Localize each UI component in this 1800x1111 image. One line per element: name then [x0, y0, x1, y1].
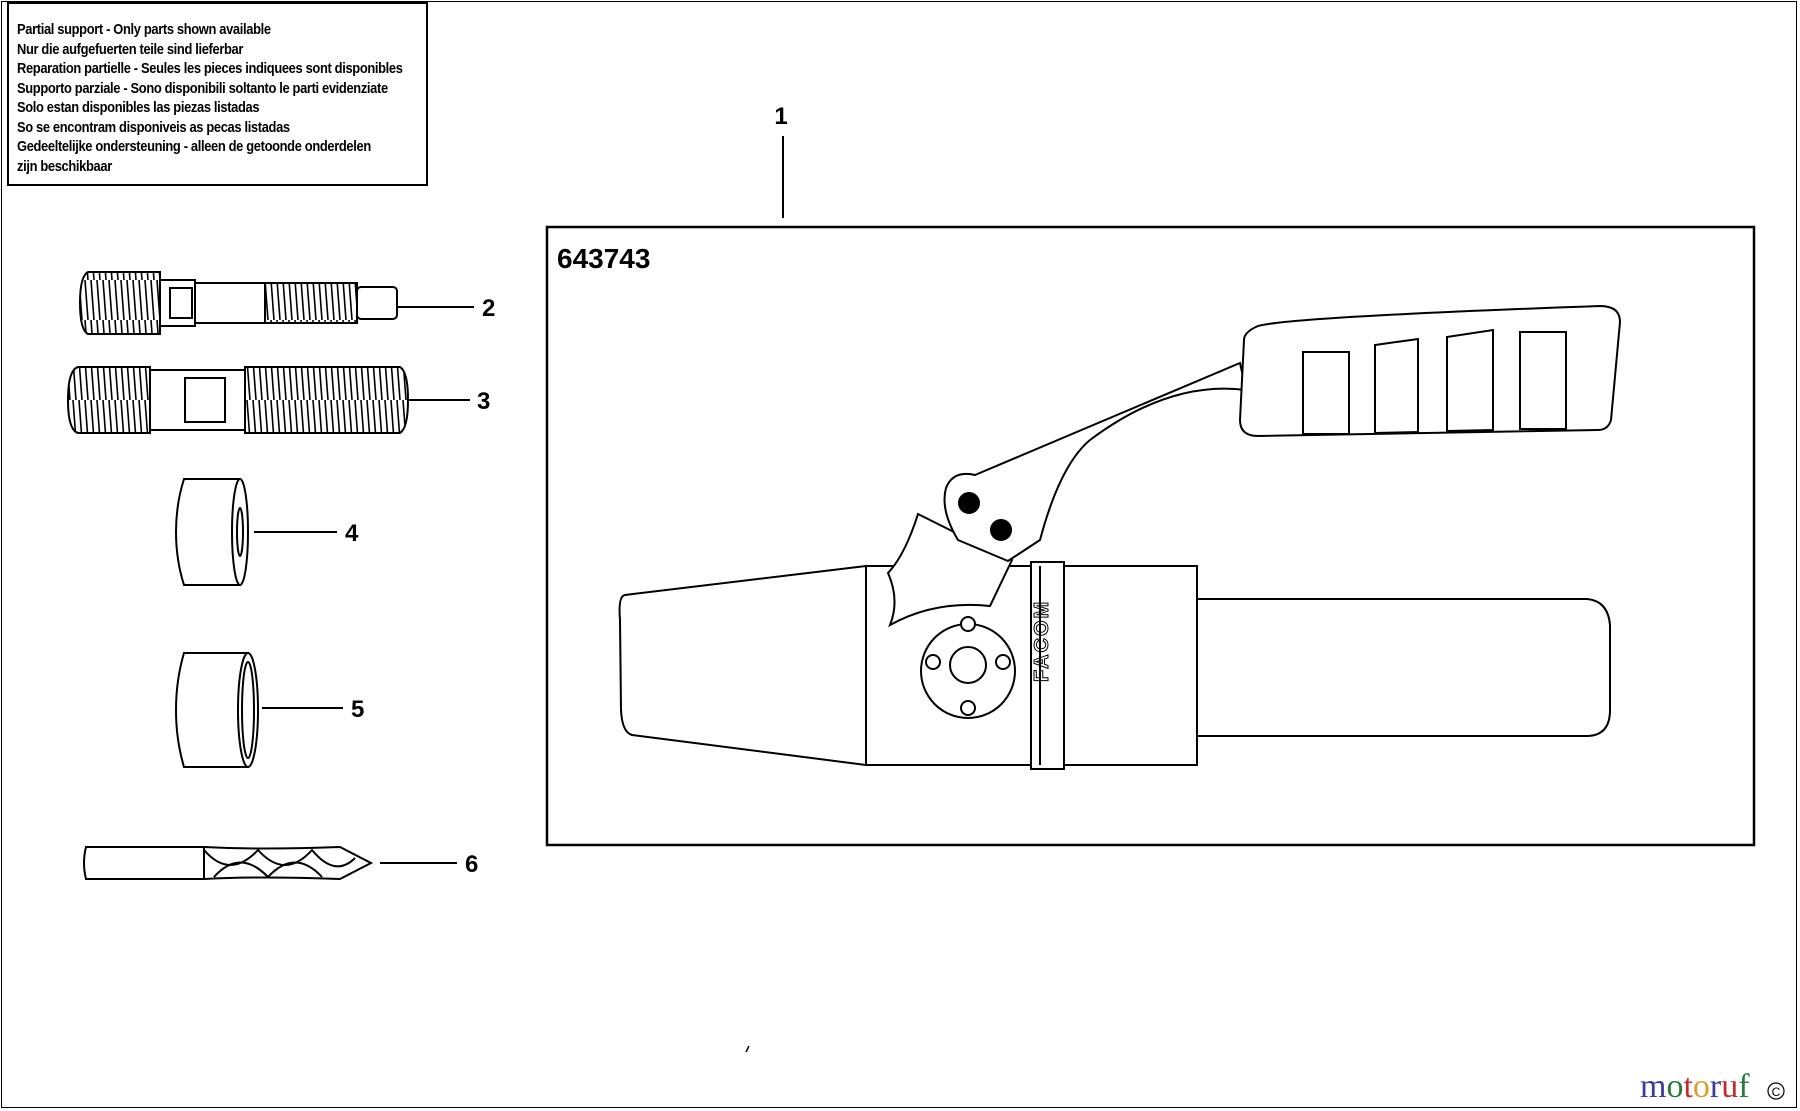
callout-label: 3 [477, 388, 490, 415]
watermark-letter: t [1683, 1068, 1693, 1105]
watermark-logo: motoruf C [1640, 1068, 1785, 1105]
drill-bit-icon [83, 845, 374, 881]
part-number: 643743 [557, 243, 650, 274]
notice-line: Supporto parziale - Sono disponibili sol… [17, 79, 388, 97]
threaded-stud-icon [66, 366, 410, 434]
notice-line: So se encontram disponiveis as pecas lis… [17, 118, 290, 136]
watermark-letter: f [1738, 1068, 1750, 1105]
notice-line: Gedeeltelijke ondersteuning - alleen de … [17, 138, 371, 155]
stray-mark [745, 1045, 750, 1053]
availability-notice: Partial support - Only parts shown avail… [7, 2, 428, 186]
part-3: 3 [66, 366, 490, 434]
hydraulic-tool-icon [618, 304, 1622, 770]
callout-label: 4 [345, 520, 359, 547]
notice-line: Partial support - Only parts shown avail… [17, 21, 271, 38]
notice-line: Reparation partielle - Seules les pieces… [17, 60, 403, 77]
watermark-text: motoruf [1640, 1068, 1750, 1105]
copyright-icon [1767, 1082, 1785, 1100]
watermark-letter: u [1721, 1068, 1738, 1105]
callout-label: 1 [774, 103, 787, 130]
watermark-letter: m [1640, 1068, 1666, 1105]
notice-line: zijn beschikbaar [17, 157, 112, 175]
brand-label: FACOM [1031, 600, 1053, 682]
assembly-callout-1: 1 [774, 103, 788, 218]
short-sleeve-icon [174, 478, 249, 586]
sleeve-icon [174, 652, 259, 768]
watermark-letter: r [1710, 1068, 1722, 1105]
callout-label: 5 [351, 696, 364, 723]
notice-line: Nur die aufgefuerten teile sind lieferba… [17, 40, 244, 58]
notice-line: Solo estan disponibles las piezas listad… [17, 99, 260, 116]
part-6: 6 [83, 845, 478, 881]
callout-label: 6 [465, 851, 478, 878]
copyright-icon: C [1772, 1085, 1781, 1099]
assembly-box [545, 225, 1756, 847]
part-4: 4 [174, 478, 359, 586]
threaded-bolt-icon [78, 271, 398, 335]
part-2: 2 [78, 271, 495, 335]
part-5: 5 [174, 652, 364, 768]
callout-label: 2 [482, 295, 495, 322]
watermark-letter: o [1666, 1068, 1683, 1105]
watermark-letter: o [1693, 1068, 1710, 1105]
